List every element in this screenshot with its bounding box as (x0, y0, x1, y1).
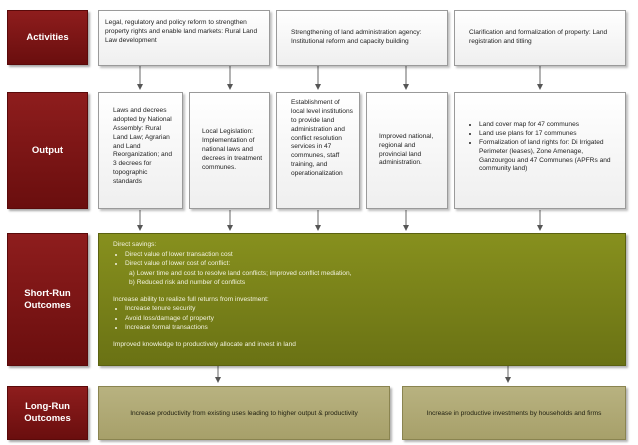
output-list-item: Formalization of land rights for: Di Irr… (479, 139, 619, 175)
long-run-outcome-box-1: Increase productivity from existing uses… (98, 386, 390, 440)
long-run-outcome-text-2: Increase in productive investments by ho… (426, 409, 602, 417)
direct-savings-list: Direct value of lower transaction cost D… (113, 250, 611, 269)
activity-box-1: Legal, regulatory and policy reform to s… (98, 10, 270, 66)
long-run-outcome-text-1: Increase productivity from existing uses… (130, 409, 358, 417)
activity-text-1: Legal, regulatory and policy reform to s… (105, 19, 258, 44)
direct-savings-item: Direct value of lower transaction cost (125, 250, 611, 260)
output-text-3: Establishment of local level institution… (291, 99, 353, 178)
label-short-run-line1: Short-Run (24, 287, 71, 299)
increase-ability-heading: Increase ability to realize full returns… (113, 295, 269, 303)
label-short-run-outcomes: Short-Run Outcomes (7, 233, 88, 366)
output-list-item: Land cover map for 47 communes (479, 121, 619, 130)
output-box-5: Land cover map for 47 communes Land use … (454, 92, 626, 209)
activity-text-2: Strengthening of land administration age… (291, 29, 422, 45)
increase-ability-item: Increase formal transactions (125, 323, 611, 333)
output-box-4: Improved national, regional and provinci… (366, 92, 448, 209)
label-long-run-line1: Long-Run (25, 401, 70, 413)
label-activities-text: Activities (26, 31, 69, 43)
output-box-3: Establishment of local level institution… (276, 92, 360, 209)
output-text-1: Laws and decrees adopted by National Ass… (113, 107, 173, 186)
output-text-2: Local Legislation: Implementation of nat… (202, 128, 263, 171)
output-box-2: Local Legislation: Implementation of nat… (189, 92, 270, 209)
output-list-item: Land use plans for 17 communes (479, 130, 619, 139)
label-output: Output (7, 92, 88, 209)
short-run-outcomes-box: Direct savings: Direct value of lower tr… (98, 233, 626, 366)
label-long-run-line2: Outcomes (24, 413, 71, 424)
label-output-text: Output (31, 144, 64, 156)
output-text-4: Improved national, regional and provinci… (379, 132, 434, 167)
activity-text-3: Clarification and formalization of prope… (469, 29, 608, 45)
label-long-run-outcomes: Long-Run Outcomes (7, 386, 88, 440)
output-list: Land cover map for 47 communes Land use … (469, 121, 619, 174)
activity-box-3: Clarification and formalization of prope… (454, 10, 626, 66)
direct-savings-heading: Direct savings: (113, 241, 157, 248)
long-run-outcome-box-2: Increase in productive investments by ho… (402, 386, 626, 440)
activity-box-2: Strengthening of land administration age… (276, 10, 448, 66)
conflict-sub-item-b: b) Reduced risk and number of conflicts (129, 279, 246, 287)
label-short-run-line2: Outcomes (24, 299, 71, 311)
conflict-sub-item-a: a) Lower time and cost to resolve land c… (129, 269, 352, 277)
label-activities: Activities (7, 10, 88, 65)
direct-savings-item: Direct value of lower cost of conflict: (125, 259, 611, 269)
improved-knowledge-text: Improved knowledge to productively alloc… (113, 340, 296, 348)
increase-ability-item: Avoid loss/damage of property (125, 314, 611, 324)
increase-ability-item: Increase tenure security (125, 304, 611, 314)
increase-ability-list: Increase tenure security Avoid loss/dama… (113, 304, 611, 333)
output-box-1: Laws and decrees adopted by National Ass… (98, 92, 183, 209)
